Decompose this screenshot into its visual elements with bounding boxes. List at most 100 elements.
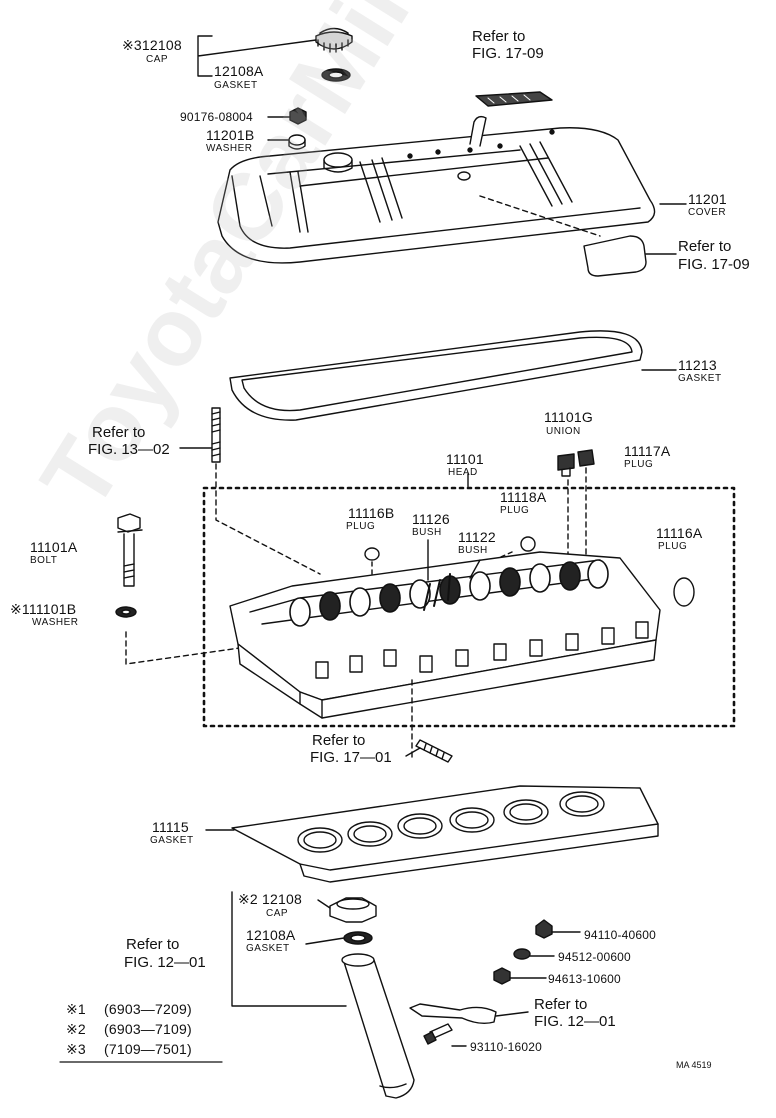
head-gasket-name: GASKET (150, 835, 194, 846)
union-name: UNION (546, 426, 581, 437)
legend-row-3-range: (7109—7501) (104, 1041, 192, 1057)
refer-to-label-f: Refer to (534, 996, 588, 1013)
washer-a-number: 94512-00600 (558, 950, 631, 964)
washer-top-name: WASHER (206, 143, 253, 154)
bottom-cap-leaders (305, 899, 345, 945)
head-number: 11101 (446, 451, 484, 467)
oil-filler-cap-bottom (329, 897, 377, 923)
refer-to-label-d: Refer to (312, 732, 366, 749)
plug-b-number: 11116B (348, 505, 395, 521)
stud-dash (215, 463, 321, 575)
gasket-top-name: GASKET (214, 80, 258, 91)
gasket-bottom-number: 12108A (246, 927, 296, 943)
plug-a-number: 11117A (624, 443, 671, 459)
stud-bolt (211, 407, 221, 463)
plug-a-name: PLUG (624, 459, 654, 470)
plug-c-name: PLUG (500, 505, 530, 516)
head-boundary (202, 486, 736, 728)
bush-a-name: BUSH (412, 527, 442, 538)
cap-top-name: CAP (146, 54, 169, 65)
bolt-number: 11101A (30, 539, 78, 555)
union-number: 11101G (544, 409, 593, 425)
legend-row-1-range: (6903—7209) (104, 1001, 192, 1017)
oil-filler-tube (341, 953, 415, 1099)
cam-journals (289, 559, 609, 627)
union-fitting (557, 453, 575, 477)
washer-head-name: WASHER (32, 617, 79, 628)
bush-parts (423, 573, 451, 611)
cover-nut (289, 107, 307, 125)
cover-gasket-number: 11213 (678, 357, 717, 373)
nut-94110 (535, 919, 553, 939)
fig-17-09-top: FIG. 17-09 (472, 45, 544, 62)
lower-stud-leader (405, 747, 421, 757)
oil-filler-cap-top (315, 27, 353, 53)
union-dash (567, 467, 587, 561)
head-bolt (117, 513, 143, 587)
cover-gasket (229, 330, 643, 421)
nut-a-number: 94110-40600 (584, 928, 657, 942)
nut-number: 90176-08004 (180, 110, 253, 124)
head-washer (115, 606, 137, 618)
legend-row-3-mark: ※3 (66, 1041, 86, 1057)
lower-stud (415, 739, 453, 763)
head-name: HEAD (448, 467, 478, 478)
bottom-bolt (423, 1023, 453, 1045)
cap-top-number: ※312108 (122, 37, 182, 53)
gasket-top-number: 12108A (214, 63, 264, 79)
cover-number: 11201 (688, 191, 727, 207)
bush-a-number: 11126 (412, 511, 450, 527)
clamp-leader (495, 1011, 529, 1017)
plug-11118a (520, 536, 536, 552)
head-gasket-number: 11115 (152, 819, 189, 835)
cover-small-gasket (583, 235, 647, 277)
cap-bottom-number: ※2 12108 (238, 891, 302, 907)
bush-leaders (427, 539, 481, 581)
bush-b-number: 11122 (458, 529, 496, 545)
fig-17-01: FIG. 17—01 (310, 749, 392, 766)
cover-gasket-name: GASKET (678, 373, 722, 384)
legend-row-2-mark: ※2 (66, 1021, 86, 1037)
bottom-bracket (231, 891, 347, 1007)
cover-name: COVER (688, 207, 727, 218)
cap-gasket-bottom (343, 931, 373, 945)
plug-d-name: PLUG (658, 541, 688, 552)
plug-11116a (673, 577, 695, 607)
nut-b-number: 94613-10600 (548, 972, 621, 986)
washer-94512 (513, 948, 531, 960)
head-gasket (231, 785, 659, 883)
head-ports (315, 621, 649, 679)
bolt-name: BOLT (30, 555, 58, 566)
figure-id: MA 4519 (676, 1060, 712, 1070)
cover-washer-top (288, 134, 306, 150)
plug-b-name: PLUG (346, 521, 376, 532)
bush-b-name: BUSH (458, 545, 488, 556)
plug-c-number: 11118A (500, 489, 547, 505)
fig-12-01-right: FIG. 12—01 (534, 1013, 616, 1030)
refer-to-label-a: Refer to (472, 28, 526, 45)
nut-94613 (493, 967, 511, 985)
legend-row-2-range: (6903—7109) (104, 1021, 192, 1037)
refer-to-label-c: Refer to (92, 424, 146, 441)
fig-12-01-left: FIG. 12—01 (124, 954, 206, 971)
cap-leader-bracket (197, 35, 317, 77)
washer-top-number: 11201B (206, 127, 255, 143)
bottom-bolt-number: 93110-16020 (470, 1040, 543, 1054)
refer-to-label-e: Refer to (126, 936, 180, 953)
cap-bottom-name: CAP (266, 908, 289, 919)
cap-gasket-top (321, 68, 351, 82)
plug-11117a (577, 449, 595, 467)
refer-to-label-b: Refer to (678, 238, 732, 255)
cylinder-head-cover (217, 115, 656, 264)
washer-head-number: ※111101B (10, 601, 77, 617)
plug-11116b (364, 547, 380, 561)
fig-17-09-right: FIG. 17-09 (678, 256, 750, 273)
breather-element (475, 91, 553, 107)
fig-13-02: FIG. 13—02 (88, 441, 170, 458)
gasket-bottom-name: GASKET (246, 943, 290, 954)
cover-dash-leader (479, 195, 601, 237)
plug-d-number: 11116A (656, 525, 703, 541)
nut-leaders (267, 116, 291, 141)
